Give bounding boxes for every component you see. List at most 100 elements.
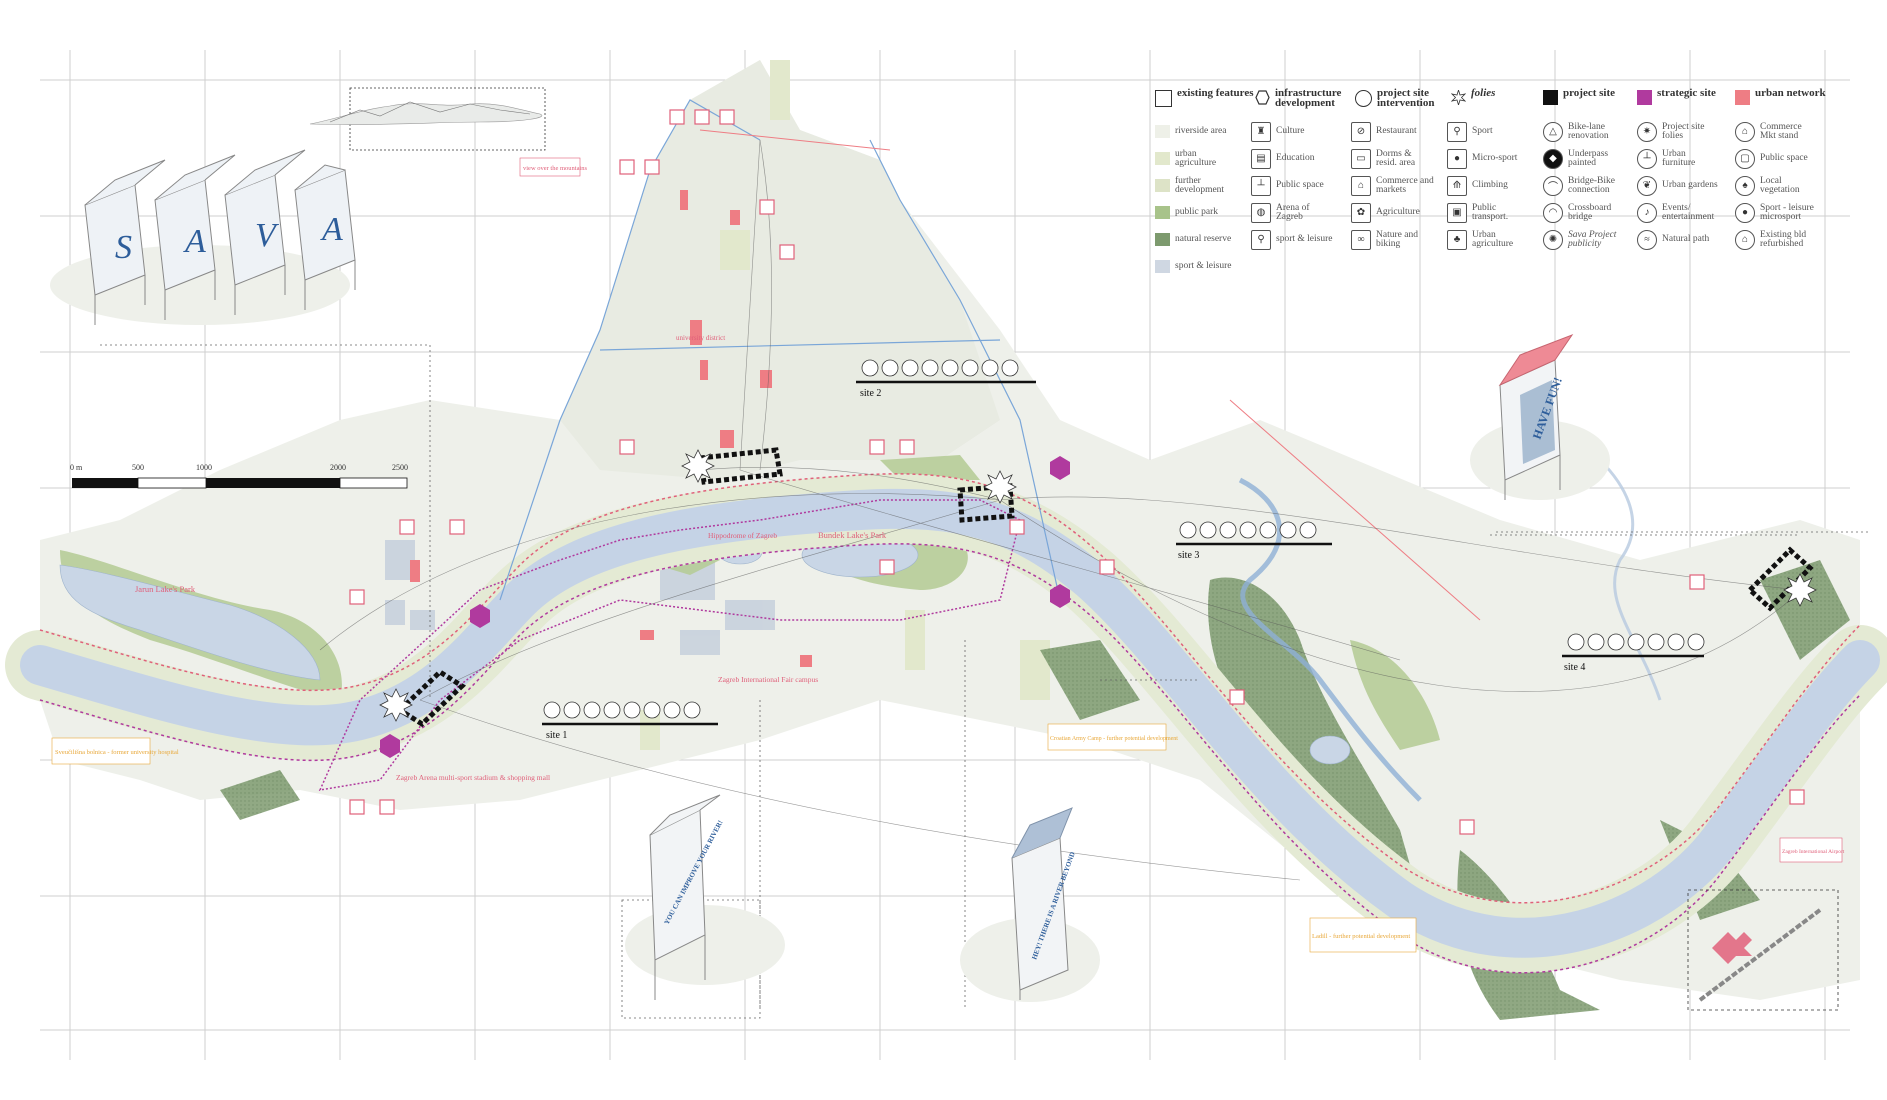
legend-item-label: Natural path <box>1662 234 1710 244</box>
label-jarun: Jarun Lake's Park <box>135 584 196 594</box>
legend-item-label: Sava Project publicity <box>1568 229 1617 249</box>
legend-item-label: Sport <box>1472 126 1493 136</box>
pink-routes <box>699 129 1481 621</box>
black-square-icon <box>1543 90 1558 105</box>
site-3-callout[interactable]: site 3 <box>1176 521 1332 561</box>
mountain-view <box>309 87 546 151</box>
boat-icon: ◠ <box>1543 202 1563 223</box>
legend-item: ✷Project site folies <box>1637 118 1720 145</box>
bridge-icon: ⌒ <box>1543 175 1563 196</box>
legend-item: ♠Local vegetation <box>1735 172 1818 199</box>
book-icon: ▤ <box>1251 148 1271 169</box>
legend-item: ▤Education <box>1251 145 1334 172</box>
legend-item: ┴Public space <box>1251 172 1334 199</box>
purple-square-icon <box>1637 90 1652 105</box>
legend-header-label: existing features <box>1177 87 1254 99</box>
legend-col-infrastructure: ⊘Restaurant ▭Dorms & resid. area ⌂Commer… <box>1351 118 1434 253</box>
sava-billboards: S A V A <box>50 149 356 325</box>
site-3-label: site 3 <box>1178 550 1199 561</box>
label-fair: Zagreb International Fair campus <box>718 675 818 684</box>
scale-bar: 0 m 500 1000 2000 2500 <box>70 463 408 489</box>
fork-icon: ⊘ <box>1351 121 1371 142</box>
sava-letter-4: A <box>320 211 343 248</box>
square-icon: ▢ <box>1735 148 1755 169</box>
site-1-label: site 1 <box>546 730 567 741</box>
label-bundek: Bundek Lake's Park <box>818 530 887 540</box>
paint-icon: ◆ <box>1543 148 1563 169</box>
legend-item: natural reserve <box>1155 226 1233 253</box>
legend-item-label: Underpass painted <box>1568 148 1609 168</box>
arena-icon: ◍ <box>1251 202 1271 223</box>
legend-item: ♣Urban agriculture <box>1447 226 1530 253</box>
legend-item: ✿ Agriculture <box>1351 199 1434 226</box>
legend-item-label: Project site folies <box>1662 121 1705 141</box>
strategic-zone <box>318 499 1021 791</box>
legend-item: ⊘ Restaurant <box>1351 118 1434 145</box>
legend-item-label: public park <box>1175 207 1219 217</box>
legend-item: ⌒Bridge-Bike connection <box>1543 172 1626 199</box>
ball-icon: ● <box>1735 202 1755 223</box>
site-1-callout[interactable]: site 1 <box>542 701 718 741</box>
legend-item: ▢Public space <box>1735 145 1818 172</box>
legend-col-strategic: ✷Project site folies ┴Urban furniture ❦U… <box>1637 118 1720 253</box>
legend-header-folies: folies <box>1450 87 1551 116</box>
legend-header-label: urban network <box>1755 87 1826 99</box>
legend-item: △Bike-lane renovation <box>1543 118 1626 145</box>
legend-item-label: Sport - leisure microsport <box>1760 202 1814 222</box>
music-icon: ♪ <box>1637 202 1657 223</box>
star-burst-icon <box>1450 88 1467 107</box>
legend-item-label: Restaurant <box>1376 126 1417 136</box>
legend-item: ◆Underpass painted <box>1543 145 1626 172</box>
site-2-callout[interactable]: site 2 <box>856 359 1036 399</box>
legend-header-label: strategic site <box>1657 87 1716 99</box>
legend-item-label: Public space <box>1276 180 1324 190</box>
legend-item: ●Micro-sport <box>1447 145 1530 172</box>
wheat-icon: ✿ <box>1351 202 1371 223</box>
label-hospital: Sveučilišna bolnica - former university … <box>55 749 179 756</box>
hexagon-icon <box>1255 90 1270 105</box>
legend-item-label: Bike-lane renovation <box>1568 121 1609 141</box>
legend-item-label: Crossboard bridge <box>1568 202 1612 222</box>
theatre-icon: ♜ <box>1251 121 1271 142</box>
legend-item: ≈ Natural path <box>1637 226 1720 253</box>
stream-odra <box>1238 477 1422 802</box>
legend-item: ⚲ sport & leisure <box>1251 226 1334 253</box>
site-2-label: site 2 <box>860 388 881 399</box>
runner-icon: ⚲ <box>1251 229 1271 250</box>
scale-tick-1000: 1000 <box>196 463 212 472</box>
runner-icon: ⚲ <box>1447 121 1467 142</box>
legend-col-network: ⌂Commerce Mkt stand ▢Public space ♠Local… <box>1735 118 1818 253</box>
legend-item: ⌂Existing bld refurbished <box>1735 226 1818 253</box>
bike-icon: ∞ <box>1351 229 1371 250</box>
legend-header-label: folies <box>1471 87 1496 99</box>
legend-item-label: urban agriculture <box>1175 148 1217 168</box>
legend-item: ◍Arena of Zagreb <box>1251 199 1334 226</box>
house-icon: ⌂ <box>1735 229 1755 250</box>
legend-header-label: infrastructure development <box>1275 87 1342 109</box>
star-icon: ✷ <box>1637 121 1657 142</box>
path-icon: ≈ <box>1637 229 1657 250</box>
leader-lines <box>100 344 1800 1010</box>
legend-item-label: Agriculture <box>1376 207 1420 217</box>
shop-icon: ⌂ <box>1351 175 1371 196</box>
stream-east <box>1598 458 1662 701</box>
legend-item-label: further development <box>1175 175 1225 195</box>
sava-letter-2: A <box>183 223 206 260</box>
legend-col-existing: riverside area urban agriculture further… <box>1155 118 1233 280</box>
legend-header-strategic: strategic site <box>1637 88 1737 116</box>
legend-item-label: sport & leisure <box>1276 234 1333 244</box>
label-army: Croatian Army Camp - further potential d… <box>1050 735 1178 742</box>
legend-header-urban-network: urban network <box>1735 88 1835 116</box>
legend-item-label: Urban gardens <box>1662 180 1718 190</box>
site-4-callout[interactable]: site 4 <box>1562 633 1705 673</box>
legend-item: sport & leisure <box>1155 253 1233 280</box>
legend-item: public park <box>1155 199 1233 226</box>
legend-item-label: Urban furniture <box>1662 148 1696 168</box>
legend-item: ∞Nature and biking <box>1351 226 1434 253</box>
label-ladill: Ladill - further potential development <box>1312 933 1410 940</box>
legend-item: urban agriculture <box>1155 145 1233 172</box>
legend-header-existing: existing features <box>1155 88 1257 116</box>
legend-item: ❦Urban gardens <box>1637 172 1720 199</box>
legend-header-infrastructure: infrastructure development <box>1255 88 1355 116</box>
